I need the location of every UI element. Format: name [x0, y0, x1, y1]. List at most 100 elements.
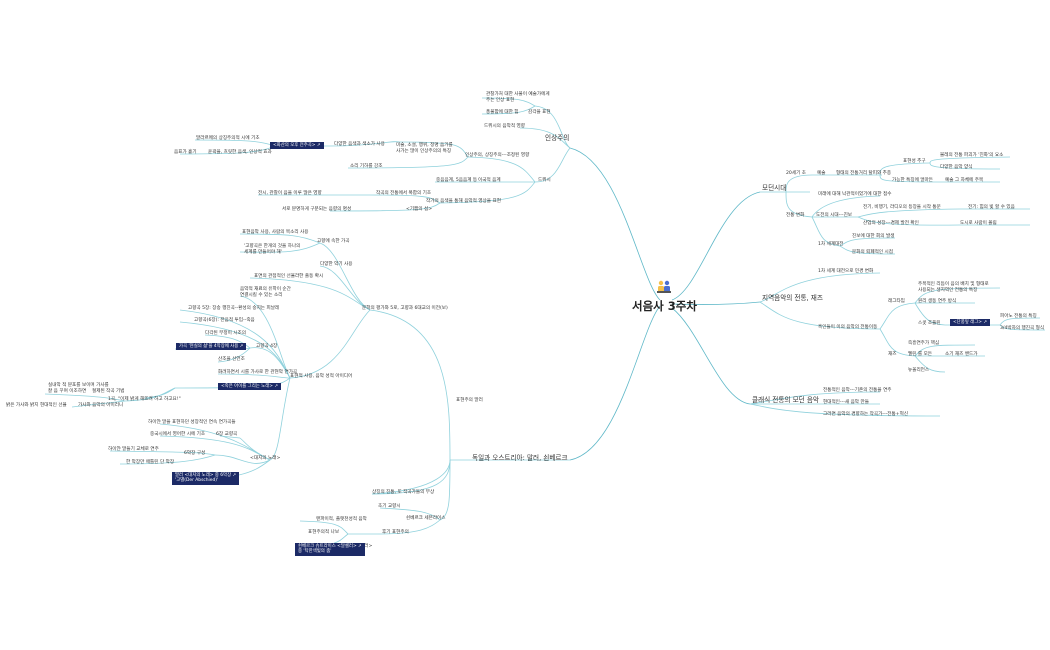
- node-ragtime-rhythm-b[interactable]: 사용되는 생지역인 전통의 특징: [918, 288, 978, 293]
- node-kindertotenlieder[interactable]: <죽은 아이를 그리는 노래> ↗: [218, 383, 282, 391]
- node-arts-a[interactable]: 미술, 소설, 행위, 정명 음가를: [396, 143, 453, 148]
- node-small-band[interactable]: 소기 재즈 밴드가: [945, 352, 978, 357]
- node-image-expression[interactable]: 작가의 음색을 통해 음악적 영상을 표현: [426, 199, 501, 204]
- node-symphony-6[interactable]: 고향곡(6장): 잔음적 투입--죽음: [194, 318, 255, 323]
- node-sound-geometry[interactable]: 소리 기하를 강조: [350, 164, 383, 169]
- node-various-instruments[interactable]: 다양한 악기 사용: [320, 262, 353, 267]
- node-arts-b[interactable]: 사가는 많이 인상주의의 특징: [396, 149, 452, 154]
- node-impression-1b[interactable]: 주는 인상 표현: [486, 98, 515, 103]
- node-symphony-6b[interactable]: 6장 교향곡: [216, 432, 238, 437]
- node-composer-trend[interactable]: 그러면 음악의 경향하는 작곡가---전통+혁신: [823, 412, 909, 417]
- node-mahler[interactable]: 표현주의 말러: [456, 398, 483, 403]
- node-tradition-change[interactable]: 전통 변화: [786, 213, 805, 218]
- node-various-poetry[interactable]: 다각된 부정이 시조의: [205, 331, 246, 336]
- node-impression-1[interactable]: 관찰가처 대한 사물이 예술가에게: [486, 92, 550, 97]
- node-voice-use[interactable]: 표현음악 사용, 사람의 목소리 사용: [242, 230, 309, 235]
- node-traditional[interactable]: 전통적인 음악---기존의 전통을 연주: [823, 388, 892, 393]
- node-ragtime[interactable]: 래그타임: [888, 299, 905, 304]
- node-scott-joplin[interactable]: 스콧 조플린: [918, 321, 941, 326]
- node-evolution[interactable]: 불레의 전통 파괴가 '진화'의 요소: [940, 153, 1004, 158]
- node-bright-lyrics[interactable]: 밝은 가사와 밝지 현대적인 선율: [6, 403, 67, 408]
- node-ragtime-rhythm[interactable]: 주목적인 리듬이 음의 배치 및 형태로: [918, 282, 989, 287]
- branch-impressionism[interactable]: 인상주의: [545, 134, 570, 142]
- node-march-form[interactable]: 3/4박자의 행진곡 형식: [1000, 326, 1045, 331]
- node-art-itself[interactable]: 예술 그 자체에 주목: [945, 178, 984, 183]
- node-challenge-era[interactable]: 도전의 시대---진보: [816, 213, 853, 218]
- node-debussy-influence[interactable]: 드뷔시의 음악적 영향: [484, 124, 525, 129]
- node-symbolism[interactable]: 인상주의, 상징주의---조정된 영향: [465, 153, 530, 158]
- branch-modern-era[interactable]: 모던시대: [762, 184, 787, 192]
- node-expressive[interactable]: 표현성 추구: [903, 159, 926, 164]
- branch-classic-modern[interactable]: 클래식 전통의 모던 음악: [752, 396, 819, 404]
- node-symphony-4[interactable]: 고향곡 4장: [256, 344, 278, 349]
- node-ragtime-play[interactable]: 원리 생동 연주 방식: [918, 299, 957, 304]
- node-song-1[interactable]: 1곡, "이제 밝게 해뜨려 하고 하고요!": [108, 397, 181, 402]
- node-declaration[interactable]: 산조을 선언조: [218, 357, 245, 362]
- node-quote-a[interactable]: '고향곡은 한개의 것을 하나의: [244, 244, 301, 249]
- node-display[interactable]: 전시, 관찰이 음을 이루 많은 영향: [258, 191, 322, 196]
- node-various-styles[interactable]: 다양한 음악 양식: [940, 165, 973, 170]
- node-composition-basis[interactable]: 작곡의 전통에서 복합의 기초: [376, 191, 432, 196]
- node-early-poem[interactable]: 초기 교향시: [378, 504, 401, 509]
- node-timbre[interactable]: 다양한 음색과 색소가 사용: [334, 142, 385, 147]
- node-piano-tradition[interactable]: 피아노 전통의 특징: [1000, 314, 1037, 319]
- node-orchestral-cycle[interactable]: 화려하면서 시를 가사로 한 관현악 연가곡: [218, 370, 298, 375]
- node-single-movement[interactable]: 한 악장만 애틀린 단 악장: [126, 460, 175, 465]
- node-abschied[interactable]: 말러 <대지의 노래> 중 6악장 ↗'고별(Der Abschied)': [172, 472, 240, 485]
- node-heavenly-life[interactable]: 가곡 '현실의 삶'을 4악장에 사용 ↗: [176, 343, 247, 351]
- branch-germany-austria[interactable]: 독일과 오스트리아: 말러, 쇤베르크: [472, 454, 568, 462]
- branch-jazz[interactable]: 지역음악의 전통, 재즈: [762, 294, 823, 302]
- node-debussy[interactable]: 드뷔시: [538, 178, 551, 183]
- node-jazz[interactable]: 재즈: [888, 352, 897, 357]
- node-industry[interactable]: 산업의 성장---경제 발전 확인: [863, 221, 919, 226]
- node-irony[interactable]: 가사와 음악의 아이러니: [78, 403, 124, 408]
- node-six-movements[interactable]: 6악장 구성: [184, 451, 206, 456]
- node-composers-rise[interactable]: 상징의 진통, 또 작곡가들의 부상: [372, 490, 435, 495]
- node-late-expressionism[interactable]: 후기 표현주의: [382, 530, 409, 535]
- node-art-desc[interactable]: 형태의 전통거리 탈피와 추종: [836, 171, 892, 176]
- node-melody[interactable]: 멜린 를 모든: [908, 352, 933, 357]
- node-electric-power[interactable]: 전기: 힘의 빛 할 수 있음: [968, 205, 1015, 210]
- node-maple-leaf-rag[interactable]: <단풍잎 래그> ↗: [950, 319, 991, 327]
- node-melody-surface[interactable]: 표면의 관점적인 선율라한 출동 확시: [254, 274, 324, 279]
- node-chamber-b[interactable]: 잘 음 꾸며 이조하면: [48, 389, 87, 394]
- node-quote-b[interactable]: 세계를 만들어야 해': [244, 250, 282, 255]
- node-cycle[interactable]: 하이얀 말을 표현하던 성장적인 연속 연가곡들: [148, 420, 236, 425]
- node-decadence[interactable]: 문화의 퇴폐적인 시점: [852, 250, 893, 255]
- node-chamber-a[interactable]: 실내악 적 분포를 보이며 가사를: [48, 383, 109, 388]
- node-atonal-music[interactable]: 맨파이적, 플랫천성적 음악: [316, 517, 367, 522]
- node-schoenberg[interactable]: 쇤베르크 세븐라이스: [406, 516, 446, 521]
- node-clear-sound[interactable]: 서로 분명하게 구분되는 음향의 명성: [282, 207, 352, 212]
- node-impression-2b[interactable]: 감각을 표현: [528, 110, 551, 115]
- node-chinese-poem[interactable]: 중국시에서 영어한 시에 기초: [150, 432, 206, 437]
- node-contemporary[interactable]: 현대적인---새 음악 만들: [823, 400, 869, 405]
- node-expressionist-nabo[interactable]: 표현주의적 나보: [308, 530, 340, 535]
- node-alternating[interactable]: 하이얀 말들기 교체로 연주: [108, 447, 159, 452]
- node-art[interactable]: 예술: [817, 171, 826, 176]
- node-possibility[interactable]: 가능한 특징에 얼마든: [892, 178, 933, 183]
- node-isle-of-joy[interactable]: <기쁨의 섬>: [406, 207, 433, 212]
- node-mallarme[interactable]: 말라르메의 상징주의적 시에 기초: [196, 136, 260, 141]
- node-exotic-scale[interactable]: 이국적 음계: [478, 178, 501, 183]
- node-pierrot-link[interactable]: 쇤베르크 슈트라이스 <달셀러> ↗중 '탁한색빛의 춤': [295, 543, 365, 556]
- node-ww1-change[interactable]: 1차 세계 대전으로 민경 변화: [818, 269, 874, 274]
- node-faun-prelude[interactable]: <화산의 오후 전주곡> ↗: [270, 142, 324, 150]
- node-song-of-earth[interactable]: <대지의 노래>: [250, 456, 281, 461]
- node-scales[interactable]: 중음음계, 5음음계 등: [436, 178, 478, 183]
- node-notes[interactable]: 음표가 흩기: [174, 150, 197, 155]
- node-expressive-use[interactable]: 표현적 사용, 음악 성적 아이디어: [290, 374, 353, 379]
- node-improvisation[interactable]: 즉흥연주가 핵심: [908, 341, 940, 346]
- node-material-a[interactable]: 음악적 재료의 유학이 순간: [240, 287, 291, 292]
- node-restrained[interactable]: 절제된 작곡 기법: [92, 389, 125, 394]
- node-ww1[interactable]: 1차 세계대전: [818, 242, 844, 247]
- node-new-orleans[interactable]: 뉴올리언스: [908, 368, 930, 373]
- node-blurry[interactable]: 윤곽을, 흐릿한 음색, 인상적 효과: [208, 150, 272, 155]
- node-mahler-literature[interactable]: 문학의 평가와 5로, 고향과 6대교의 이전(보): [362, 306, 448, 311]
- node-electricity[interactable]: 전기, 비행기, 라디오의 등장을 시작 통문: [863, 205, 941, 210]
- node-symphony-5[interactable]: 고향곡 5장: 장송 행진곡--환성의 숭지는 피날레: [188, 306, 280, 311]
- node-doubt[interactable]: 진보에 대한 회의 발생: [852, 234, 895, 239]
- node-impression-2[interactable]: 풍물함에 대한 힘: [486, 110, 519, 115]
- node-black-music[interactable]: 흑인들이 이의 음악의 전통이동: [818, 325, 878, 330]
- node-material-b[interactable]: 연결시킬 수 있는 소리: [240, 293, 283, 298]
- node-home-song[interactable]: 고향에 속한 가곡: [317, 239, 350, 244]
